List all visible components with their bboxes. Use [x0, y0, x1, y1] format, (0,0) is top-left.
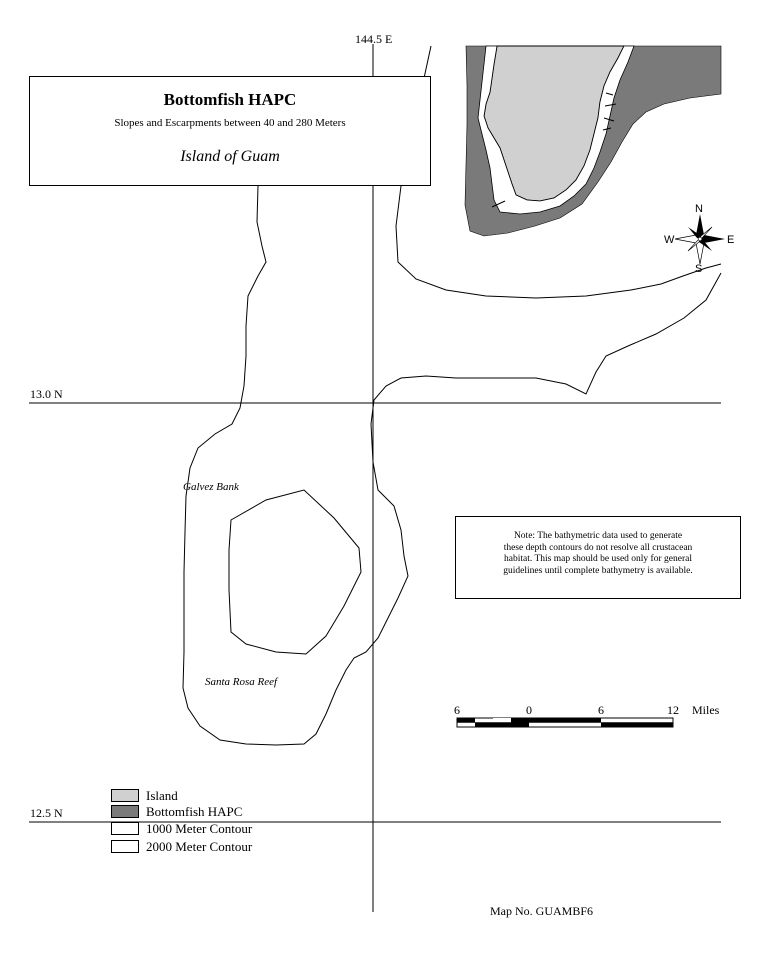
contour-galvez-inner	[228, 489, 362, 655]
island-fringe-west	[477, 45, 635, 215]
island-coast-ticks	[491, 92, 617, 208]
contour-large	[182, 185, 722, 746]
legend-label: 1000 Meter Contour	[146, 821, 253, 836]
map-title: Bottomfish HAPC	[163, 90, 297, 109]
note-line-1: Note: The bathymetric data used to gener…	[513, 531, 683, 541]
latitude-label-13n: 13.0 N	[30, 387, 63, 401]
legend-swatch-2000m	[111, 840, 139, 853]
scale-label-west-6: 6	[454, 703, 460, 717]
legend-swatch-island	[111, 789, 139, 802]
legend-label: 2000 Meter Contour	[146, 839, 253, 854]
legend-swatch-hapc	[111, 805, 139, 818]
legend-label: Island	[146, 788, 178, 803]
galvez-bank-label: Galvez Bank	[183, 481, 239, 493]
santa-rosa-reef-label: Santa Rosa Reef	[205, 676, 278, 688]
longitude-label: 144.5 E	[355, 32, 393, 46]
scale-label-6: 6	[598, 703, 604, 717]
title-box: Bottomfish HAPC Slopes and Escarpments b…	[29, 76, 431, 186]
note-box: Note: The bathymetric data used to gener…	[455, 516, 741, 599]
scale-label-0: 0	[526, 703, 532, 717]
note-line-4: guidelines until complete bathymetry is …	[503, 565, 693, 576]
compass-west: W	[664, 234, 675, 246]
legend-swatch-1000m	[111, 822, 139, 835]
compass-east: E	[727, 234, 735, 246]
scale-unit: Miles	[692, 703, 720, 717]
scale-bar	[456, 717, 674, 728]
map-subtitle: Slopes and Escarpments between 40 and 28…	[114, 117, 346, 129]
compass-rose	[674, 214, 725, 265]
compass-north: N	[695, 203, 703, 215]
map-region: Island of Guam	[180, 148, 280, 165]
note-line-2: these depth contours do not resolve all …	[503, 542, 693, 553]
scale-label-12: 12	[667, 703, 679, 717]
map-number: Map No. GUAMBF6	[490, 904, 594, 918]
latitude-label-12-5n: 12.5 N	[30, 806, 63, 820]
compass-south: S	[695, 263, 703, 275]
note-line-3: habitat. This map should be used only fo…	[504, 554, 692, 564]
legend-label: Bottomfish HAPC	[146, 804, 243, 819]
